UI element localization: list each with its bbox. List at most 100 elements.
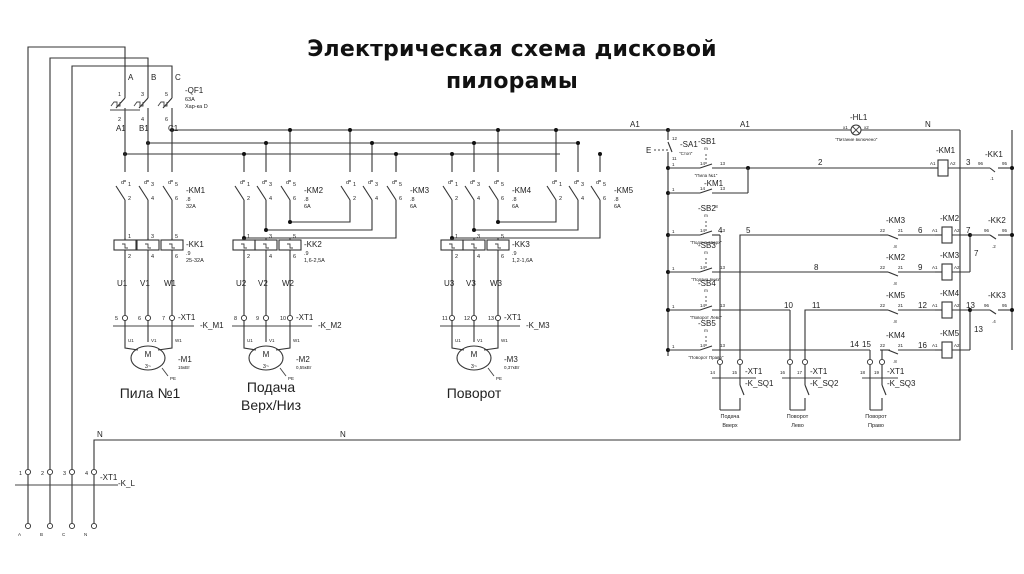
diagram-title: Электрическая схема дисковой пилорамы [0, 34, 1024, 98]
contact-pin: 4 [269, 196, 272, 202]
terminal-number: 7 [162, 316, 165, 322]
overload-range: 1,2-1,6A [512, 258, 533, 264]
wire-number: 13 [974, 325, 983, 334]
contact-pin: 6 [399, 196, 402, 202]
terminal-number: 10 [280, 316, 286, 322]
overload-pin: 4 [477, 254, 480, 260]
wire-number: 9 [918, 263, 923, 272]
button-pin: 13 [720, 303, 726, 308]
motor-pin: V1 [151, 338, 157, 343]
contact-pin: 2 [128, 196, 131, 202]
terminal-number: 16 [780, 370, 786, 375]
phase-designator: U2 [236, 279, 247, 288]
coil-icon [941, 341, 953, 359]
button-actuator-icon: m [704, 328, 708, 333]
contactor-aux: .8 [614, 197, 619, 203]
thermal-icon [263, 243, 269, 249]
coil-pin: A1 [932, 228, 938, 233]
junction-dot [472, 228, 476, 232]
terminal-icon [878, 358, 886, 366]
overload-contact-pin: 96 [984, 303, 990, 308]
button-pin: 1 [672, 344, 675, 349]
motor-power: 0,37кВт [504, 365, 520, 370]
junction-dot [264, 228, 268, 232]
contact-pin: 1 [353, 182, 356, 188]
breaker-rating: 63A [185, 97, 195, 103]
pe-label: PE [170, 376, 176, 381]
motor-icon [130, 345, 166, 371]
wire-number: 10 [784, 301, 793, 310]
overload-range: 25-32A [186, 258, 204, 264]
breaker-pin: 2 [118, 117, 121, 123]
phase-label: B [151, 73, 156, 82]
junction-dot [242, 152, 246, 156]
contactor-contact [546, 185, 557, 201]
terminal-icon [716, 358, 724, 366]
title-line-2: пилорамы [446, 69, 578, 94]
title-line-1: Электрическая схема дисковой [307, 37, 717, 62]
contact-symbol: d [168, 180, 171, 186]
motor-pin: W1 [293, 338, 300, 343]
interlock-name: -KM2 [886, 253, 906, 262]
breaker-pin: 3 [141, 92, 144, 98]
lamp-name: -HL1 [850, 113, 868, 122]
coil-icon [941, 263, 953, 281]
contactor-name: -KM1 [186, 186, 206, 195]
overload-pin: 5 [293, 234, 296, 240]
contact-symbol: d [574, 180, 577, 186]
contact-pin: 5 [603, 182, 606, 188]
contactor-aux: .8 [186, 197, 191, 203]
lamp-caption: "Питание включено" [835, 137, 878, 142]
contactor-aux: .8 [304, 197, 309, 203]
pe-wire [487, 367, 495, 377]
junction-dot [394, 152, 398, 156]
junction-dot [264, 141, 268, 145]
wire-number: 7 [966, 226, 971, 235]
contact-pin: 5 [293, 182, 296, 188]
interlock-pin: 21 [898, 303, 904, 308]
limit-switch-caption: Подача [721, 414, 741, 420]
interlock-contact [887, 309, 899, 315]
button-pin: 1 [672, 304, 675, 309]
breaker-pin: 5 [165, 92, 168, 98]
limit-switch-contact [804, 384, 810, 396]
phase-label: C [175, 73, 181, 82]
terminal-block-name: -XT1 [178, 313, 196, 322]
neutral-wire [93, 130, 961, 470]
contactor-contact [488, 185, 499, 201]
contact-pin: 5 [399, 182, 402, 188]
contactor-contact [386, 185, 397, 201]
terminal-icon [68, 468, 76, 476]
contact-pin: 6 [175, 196, 178, 202]
motor-power: 15кВт [178, 365, 190, 370]
motor-name: -M3 [504, 355, 518, 364]
stop-caption: "Стоп" [679, 151, 693, 156]
contact-symbol: d [121, 180, 124, 186]
selfhold-name: -KM1 [704, 179, 724, 188]
contactor-name: -KM5 [614, 186, 634, 195]
contactor-contact [464, 185, 475, 201]
overload-contact-pin: 95 [1002, 228, 1008, 233]
thermal-icon [145, 243, 151, 249]
interlock-contact [887, 271, 899, 277]
button-caption: "Поворот Право" [688, 355, 723, 360]
motor-label: Подача [247, 379, 295, 395]
contactor-name: -KM2 [304, 186, 324, 195]
limit-switch-caption: Вверх [722, 423, 738, 429]
wire-number: 3 [966, 158, 971, 167]
button-contact [699, 163, 713, 169]
phase-out-label: B1 [139, 124, 149, 133]
terminal-number: 2 [41, 471, 44, 477]
overload-aux: .9 [512, 251, 517, 257]
overload-pin: 5 [501, 234, 504, 240]
reverse-wire [244, 212, 397, 239]
motor-label: Верх/Низ [241, 397, 301, 413]
button-actuator-icon: m [704, 213, 708, 218]
wire [739, 234, 880, 360]
bus-label: A1 [630, 120, 640, 129]
interlock-contact [887, 234, 899, 240]
terminal-icon [262, 314, 270, 322]
overload-pin: 5 [175, 234, 178, 240]
coil-name: -KM2 [940, 214, 960, 223]
motor-name: -M2 [296, 355, 310, 364]
